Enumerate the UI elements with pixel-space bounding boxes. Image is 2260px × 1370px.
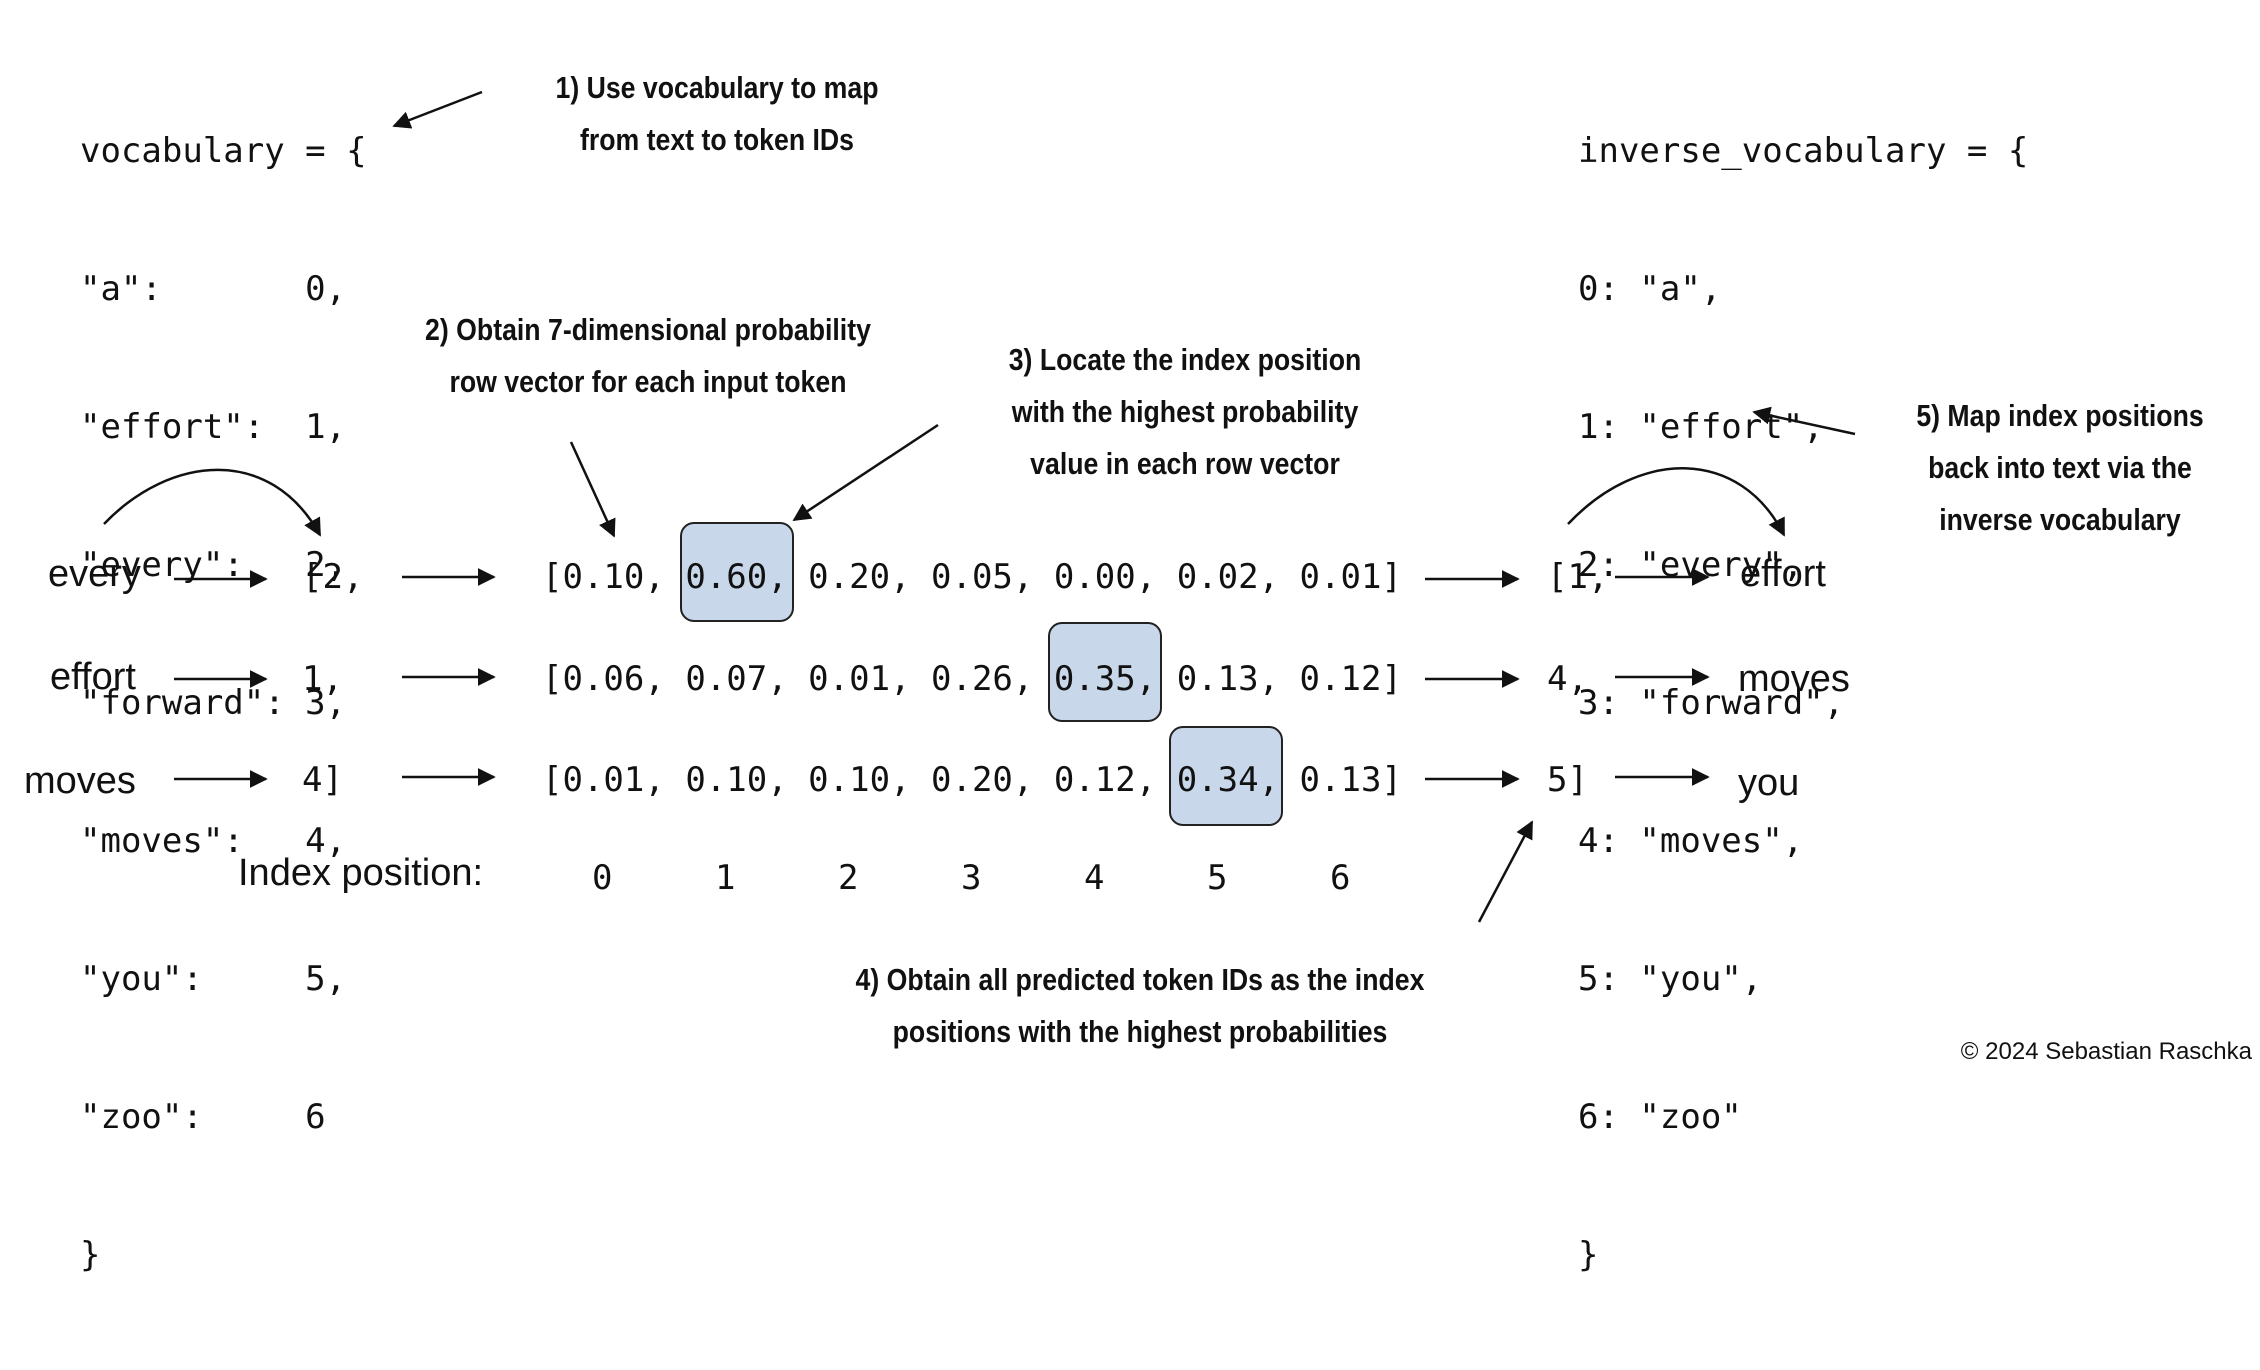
prob-vector-row1: [0.10, 0.60, 0.20, 0.05, 0.00, 0.02, 0.0… [542,557,1402,597]
step5-line: back into text via the [1928,450,2192,485]
step4-annotation: 4) Obtain all predicted token IDs as the… [813,954,1467,1058]
prob-value: 0.34 [1176,760,1259,800]
prob-value: 0.12 [1299,659,1382,699]
step4-line: positions with the highest probabilities [892,1014,1388,1049]
step2-line: 2) Obtain 7-dimensional probability [425,312,871,347]
pred-id-row2: 4, [1547,659,1588,699]
step3-line: 3) Locate the index position [1008,342,1362,377]
prob-value: 0.12 [1053,760,1136,800]
prob-value: 0.13 [1299,760,1382,800]
prob-value: 0.00 [1053,557,1136,597]
max-prob-highlight-row3 [1169,726,1283,826]
step1-line: 1) Use vocabulary to map [555,70,879,105]
prob-value: 0.13 [1176,659,1259,699]
token-id-row3: 4] [302,760,343,800]
index-value: 3 [961,858,982,898]
vocabulary-line: "zoo": 6 [80,1097,326,1137]
bracket-open: [ [542,760,563,800]
prob-vector-row3: [0.01, 0.10, 0.10, 0.20, 0.12, 0.34, 0.1… [542,760,1402,800]
step1-line: from text to token IDs [579,122,855,157]
vocabulary-line: "forward": 3, [80,683,347,723]
pred-id-row3: 5] [1547,760,1588,800]
token-id-row2: 1, [302,659,343,699]
output-token-moves: moves [1738,658,1850,700]
inverse-vocabulary-line: inverse_vocabulary = { [1578,131,2029,171]
prob-value: 0.35 [1053,659,1136,699]
index-value: 4 [1084,858,1105,898]
prob-value: 0.01 [1299,557,1382,597]
copyright: © 2024 Sebastian Raschka [1960,1038,2252,1065]
curved-arrow-right [1567,467,1786,537]
vocabulary-line: "a": 0, [80,269,347,309]
index-value: 1 [715,858,736,898]
index-value: 5 [1207,858,1228,898]
prob-value: 0.20 [931,760,1013,800]
step1-pointer-arrow [392,90,483,129]
step4-line: 4) Obtain all predicted token IDs as the… [855,962,1425,997]
token-id-row1: [2, [302,557,364,597]
max-prob-highlight-row1 [680,522,794,622]
prob-vector-row2: [0.06, 0.07, 0.01, 0.26, 0.35, 0.13, 0.1… [542,659,1402,699]
prob-value: 0.10 [685,760,768,800]
vocabulary-line: "you": 5, [80,959,347,999]
index-value: 6 [1330,858,1351,898]
inverse-vocabulary-line: 1: "effort", [1578,407,1824,447]
prob-value: 0.10 [808,760,891,800]
vocabulary-line: "moves": 4, [80,821,347,861]
step1-annotation: 1) Use vocabulary to map from text to to… [489,62,945,166]
inverse-vocabulary-line: 3: "forward", [1578,683,1845,723]
step5-line: inverse vocabulary [1939,502,2181,537]
step3-line: with the highest probability [1011,394,1359,429]
prob-value: 0.10 [562,557,645,597]
vocabulary-line: vocabulary = { [80,131,367,171]
vocabulary-line: "effort": 1, [80,407,347,447]
prob-value: 0.07 [685,659,768,699]
step3-line: value in each row vector [1030,446,1340,481]
step5-annotation: 5) Map index positions back into text vi… [1845,390,2260,546]
prob-value: 0.06 [562,659,645,699]
step3-annotation: 3) Locate the index position with the hi… [940,334,1430,490]
prob-value: 0.26 [931,659,1013,699]
step3-pointer-arrow [792,423,939,522]
prob-value: 0.60 [685,557,768,597]
step2-line: row vector for each input token [449,364,847,399]
step5-line: 5) Map index positions [1916,398,2204,433]
inverse-vocabulary-line: 0: "a", [1578,269,1722,309]
inverse-vocabulary-line: } [1578,1235,1599,1275]
inverse-vocabulary-line: 4: "moves", [1578,821,1804,861]
index-value: 0 [592,858,613,898]
output-token-you: you [1738,762,1800,804]
bracket-open: [ [542,659,563,699]
arrows-layer [103,90,1856,923]
step2-annotation: 2) Obtain 7-dimensional probability row … [390,304,906,408]
step2-pointer-arrow [569,441,616,538]
input-token-moves: moves [24,760,136,802]
output-token-effort: effort [1740,553,1826,595]
prob-value: 0.05 [931,557,1013,597]
pred-id-row1: [1, [1547,557,1609,597]
prob-value: 0.01 [808,659,891,699]
bracket-close: ] [1381,557,1402,597]
index-value: 2 [838,858,859,898]
vocabulary-line: } [80,1235,101,1275]
max-prob-highlight-row2 [1048,622,1162,722]
index-position-label: Index position: [238,852,484,894]
prob-value: 0.20 [808,557,891,597]
bracket-close: ] [1381,659,1402,699]
step5-pointer-arrow [1752,406,1856,436]
inverse-vocabulary-line: 2: "every", [1578,545,1804,585]
inverse-vocabulary-line: 6: "zoo" [1578,1097,1742,1137]
input-token-effort: effort [50,656,136,698]
bracket-close: ] [1381,760,1402,800]
step4-pointer-arrow [1477,820,1534,923]
curved-arrow-left [103,468,322,537]
tokenization-diagram: vocabulary = { "a": 0, "effort": 1, "eve… [24,62,2260,1275]
prob-value: 0.02 [1176,557,1259,597]
prob-value: 0.01 [562,760,645,800]
inverse-vocabulary-line: 5: "you", [1578,959,1763,999]
input-token-every: every [48,553,141,595]
bracket-open: [ [542,557,563,597]
